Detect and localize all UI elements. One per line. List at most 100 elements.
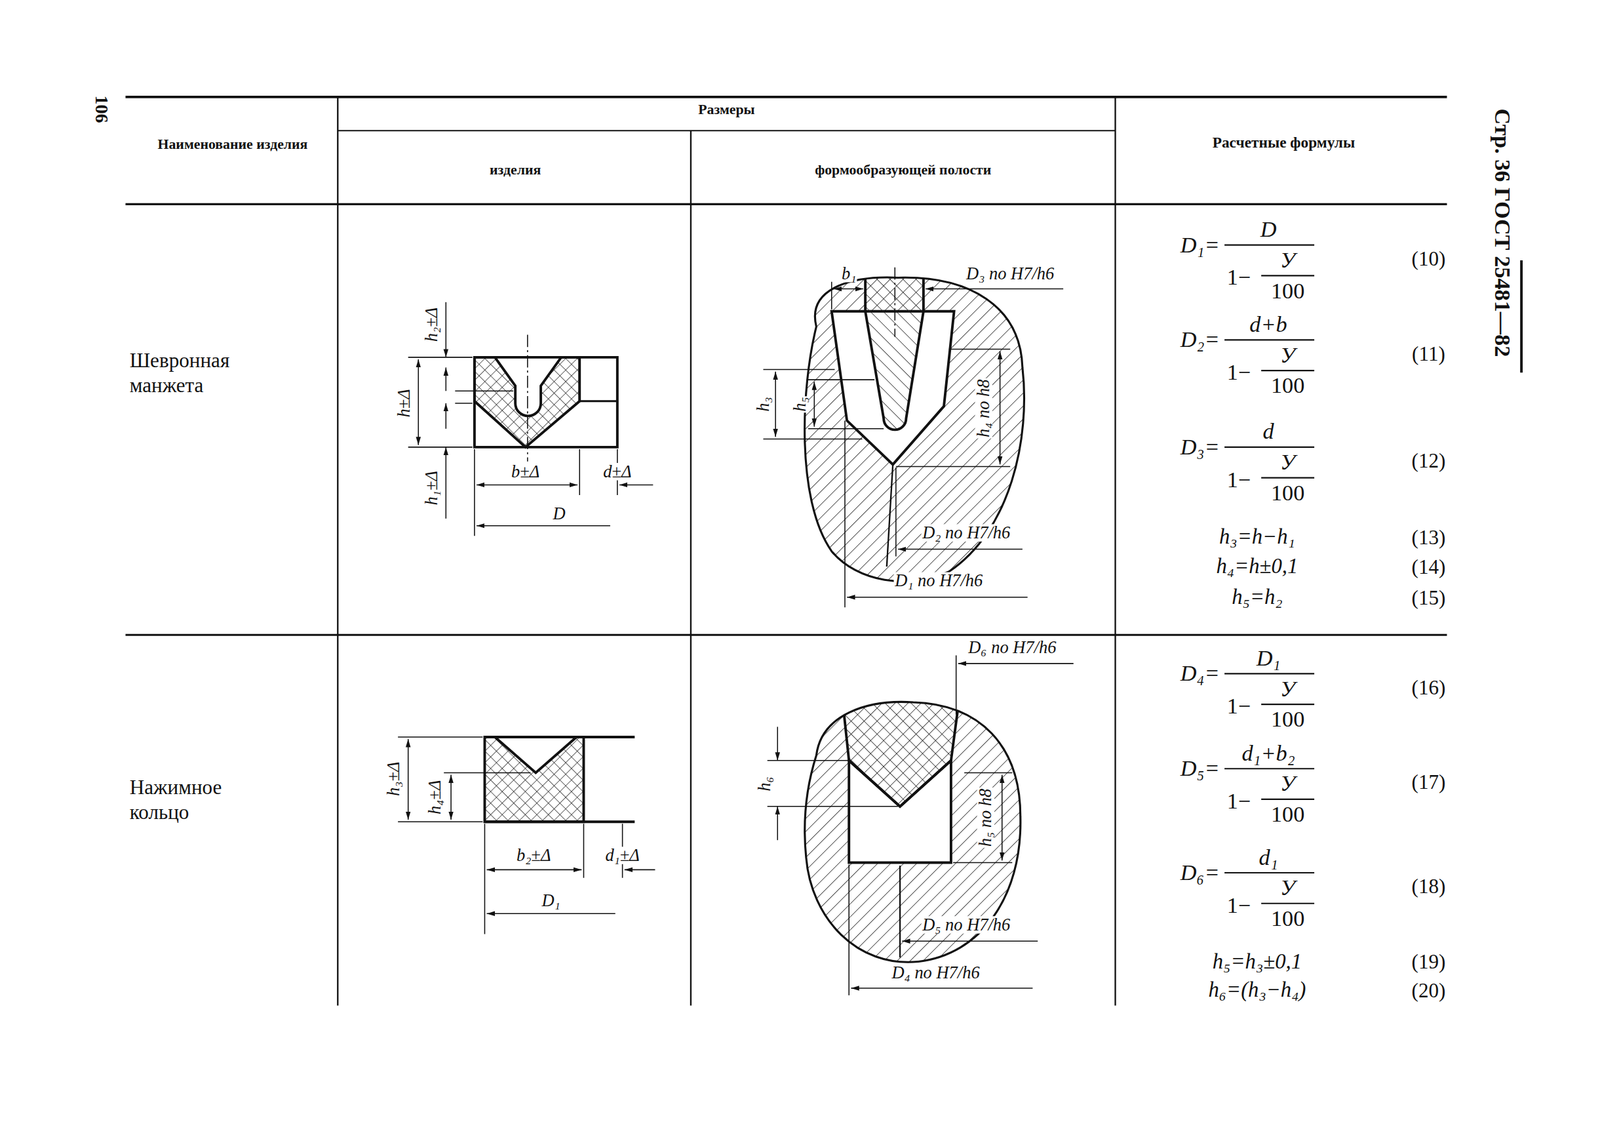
- cavity-dimensions: [776, 726, 779, 760]
- formula-part: 100: [1269, 707, 1306, 731]
- formula-part: D₅=: [1179, 757, 1221, 780]
- header-cell: Размеры: [697, 102, 756, 118]
- formula-part: d₁+b₂: [1240, 741, 1296, 765]
- fraction-bar: [1261, 274, 1315, 276]
- cavity-dimensions: [955, 654, 957, 714]
- formula-part: d: [1261, 420, 1275, 443]
- cuff-dimensions: [445, 447, 448, 519]
- cuff-dimensions: [445, 302, 448, 358]
- mould-cavity: [865, 254, 924, 430]
- dimension-label: D₃ по H7/h6: [965, 264, 1056, 282]
- cavity-dimensions: [846, 596, 1028, 598]
- ring-section: [484, 736, 635, 822]
- equation-number: (19): [1410, 951, 1447, 972]
- dimension-label: b₂±Δ: [515, 846, 552, 864]
- equation-number: (16): [1410, 676, 1447, 697]
- dimension-label: D₄ по H7/h6: [890, 963, 981, 981]
- cuff-dimensions: [408, 357, 514, 448]
- cuff-dimensions: [619, 484, 653, 486]
- mould-cavity: [899, 865, 901, 957]
- cavity-dimensions: [925, 288, 1064, 290]
- cuff-dimensions: [408, 302, 654, 536]
- equation-number: (12): [1410, 450, 1447, 471]
- mould-cavity: [840, 683, 962, 807]
- cavity-dimensions: [808, 379, 884, 429]
- cuff-dimensions: [445, 367, 448, 391]
- fraction-bar: [1224, 244, 1315, 246]
- cuff-dimensions: [445, 403, 448, 429]
- cuff-dimensions: [476, 484, 578, 486]
- formula-part: 100: [1269, 907, 1306, 930]
- equation-number: (18): [1410, 875, 1447, 897]
- cuff-section: [474, 334, 618, 462]
- fraction-bar: [1224, 767, 1315, 769]
- dimension-label: D: [551, 504, 567, 522]
- cavity-dimensions: [848, 864, 850, 996]
- dimension-label: D₂ по H7/h6: [921, 523, 1012, 541]
- formula-part: d+b: [1248, 313, 1288, 336]
- formula: h₃=h−h₁: [1217, 526, 1296, 548]
- cavity-dimensions: [1001, 774, 1003, 861]
- equation-number: (20): [1410, 979, 1447, 1000]
- table-rules: [1520, 260, 1523, 373]
- formula-part: 1−: [1225, 894, 1252, 917]
- formula-part: D₁: [1255, 646, 1282, 670]
- dimension-label: h₅ по h8: [977, 787, 995, 848]
- cavity-dimensions: [833, 288, 864, 290]
- table-rules: [125, 95, 1447, 99]
- formula: h₆=(h₃−h₄): [1207, 979, 1308, 1001]
- ring-dimensions: [487, 913, 616, 915]
- formula-part: d₁: [1257, 846, 1279, 869]
- mould-cavity: [894, 267, 897, 337]
- cavity-dimensions: [953, 772, 1013, 862]
- formula-part: D₃=: [1179, 435, 1221, 459]
- formula-part: У: [1279, 249, 1297, 272]
- ring-dimensions: [624, 869, 656, 871]
- header-cell: изделия: [488, 163, 543, 178]
- formula-part: D: [1259, 218, 1278, 241]
- table-rules: [125, 633, 1447, 636]
- mould-cavity: [865, 254, 924, 430]
- equation-number: (15): [1410, 586, 1447, 607]
- mould-cavity: [804, 683, 1021, 962]
- fraction-bar: [1224, 446, 1315, 448]
- cavity-dimensions: [896, 348, 1011, 467]
- cavity-dimensions: [897, 548, 1023, 550]
- ring-section: [484, 736, 635, 822]
- cavity-dimensions: [901, 940, 1038, 942]
- cavity-dimensions: [958, 662, 1074, 664]
- cuff-dimensions: [476, 525, 611, 527]
- formula-part: У: [1279, 677, 1297, 701]
- cuff-section: [474, 357, 618, 448]
- fraction-bar: [1261, 369, 1315, 371]
- formula: h₅=h₂: [1230, 585, 1285, 608]
- mould-cavity: [840, 683, 962, 807]
- dimension-label: d±Δ: [602, 462, 633, 480]
- cuff-section: [526, 334, 529, 462]
- table-rules: [1114, 97, 1116, 1006]
- ring-section: [484, 736, 584, 822]
- header-cell: Расчетные формулы: [1211, 135, 1357, 151]
- ring-dimensions: [487, 869, 583, 871]
- formula-part: 1−: [1225, 361, 1252, 384]
- mould-cavity: [804, 254, 1025, 581]
- page-number: 106: [93, 94, 112, 124]
- formula-part: 1−: [1225, 694, 1252, 718]
- table-rules: [337, 129, 1115, 132]
- dimension-label: b±Δ: [510, 462, 541, 480]
- formula-part: D₆=: [1179, 861, 1221, 884]
- ring-dimensions: [397, 736, 531, 822]
- formula-part: D₄=: [1179, 662, 1221, 685]
- table-rules: [336, 97, 339, 1006]
- dimension-label: h₁±Δ: [422, 469, 440, 507]
- mould-cavity: [886, 464, 893, 567]
- formula-part: 1−: [1225, 468, 1252, 491]
- formula-part: 100: [1269, 481, 1306, 505]
- cuff-dimensions: [417, 359, 419, 446]
- equation-number: (11): [1411, 342, 1447, 364]
- fraction-bar: [1224, 672, 1315, 674]
- formula: h₄=h±0,1: [1215, 555, 1300, 578]
- formula-part: У: [1279, 772, 1297, 795]
- formula-part: 100: [1269, 802, 1306, 826]
